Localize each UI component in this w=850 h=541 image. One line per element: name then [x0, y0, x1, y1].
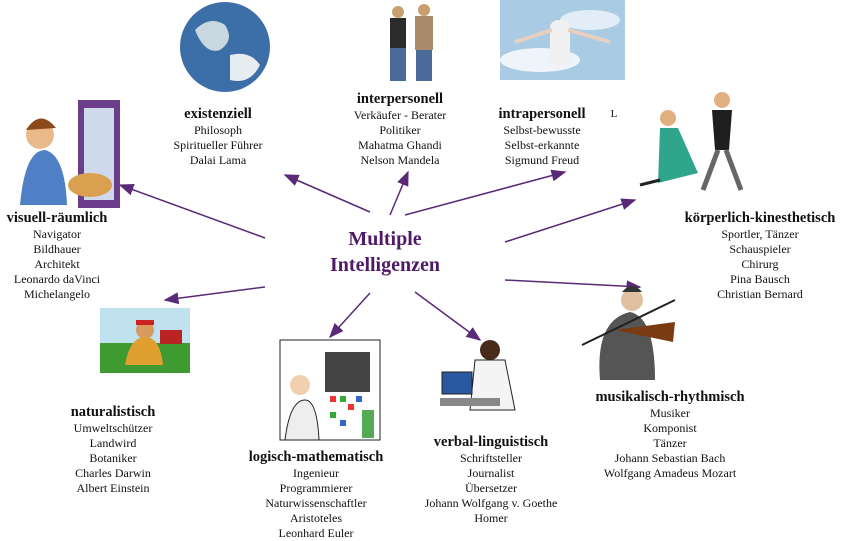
example-item: Christian Bernard — [717, 287, 803, 301]
globe-image — [180, 2, 270, 92]
farmer-image — [100, 308, 190, 373]
example-item: Chirurg — [741, 257, 779, 271]
example-item: Philosoph — [193, 123, 243, 137]
example-item: Sigmund Freud — [504, 153, 580, 167]
example-item: Aristoteles — [289, 511, 342, 525]
painter-image — [20, 100, 120, 208]
example-item: Johann Wolfgang v. Goethe — [424, 496, 558, 510]
diagram-title: Multiple Intelligenzen — [330, 226, 440, 278]
example-item: Schriftsteller — [460, 451, 522, 465]
writer-image — [440, 340, 516, 411]
example-item: Umweltschützer — [73, 421, 153, 435]
example-item: Michelangelo — [24, 287, 90, 301]
example-item: Selbst-bewusste — [503, 123, 581, 137]
arrow-koerperlich — [504, 198, 637, 243]
example-item: Journalist — [467, 466, 515, 480]
example-item: Charles Darwin — [75, 466, 151, 480]
arrow-logisch — [328, 292, 371, 339]
example-item: Selbst-erkannte — [504, 138, 580, 152]
arrow-verbal — [414, 291, 482, 341]
example-item: Leonardo daVinci — [13, 272, 101, 286]
dancers-image — [639, 92, 744, 191]
example-item: Ingenieur — [293, 466, 339, 480]
couple-image — [390, 4, 433, 81]
example-item: Leonhard Euler — [278, 526, 354, 540]
example-item: Politiker — [379, 123, 421, 137]
intelligence-heading: existenziell — [184, 106, 252, 122]
example-item: Nelson Mandela — [360, 153, 440, 167]
example-item: Botaniker — [89, 451, 137, 465]
intelligence-heading: musikalisch-rhythmisch — [595, 389, 745, 405]
example-item: Naturwissenschaftler — [265, 496, 367, 510]
meditation-image — [500, 0, 625, 80]
example-item: Navigator — [33, 227, 81, 241]
arrow-musikalisch — [504, 279, 642, 293]
example-item: Sportler, Tänzer — [721, 227, 799, 241]
violinist-image — [581, 286, 676, 380]
title-line-2: Intelligenzen — [330, 254, 440, 276]
intelligence-heading: verbal-linguistisch — [433, 434, 549, 450]
arrow-naturalistisch — [163, 286, 266, 305]
example-item: Architekt — [34, 257, 80, 271]
intelligence-heading: körperlich-kinesthetisch — [684, 210, 836, 226]
intelligence-heading: visuell-räumlich — [6, 210, 108, 226]
arrow-visuell — [118, 183, 266, 239]
arrow-interpersonell — [389, 170, 409, 216]
intelligence-heading: intrapersonell — [498, 106, 586, 122]
programmer-image — [279, 339, 381, 441]
arrow-existenziell — [283, 174, 371, 213]
stray-mark: L — [610, 108, 618, 120]
example-item: Spiritueller Führer — [173, 138, 263, 152]
example-item: Komponist — [643, 421, 697, 435]
example-item: Musiker — [650, 406, 690, 420]
example-item: Tänzer — [653, 436, 687, 450]
title-line-1: Multiple — [348, 228, 422, 250]
example-item: Homer — [474, 511, 508, 525]
intelligence-heading: naturalistisch — [70, 404, 156, 420]
example-item: Dalai Lama — [189, 153, 247, 167]
example-item: Schauspieler — [729, 242, 791, 256]
intelligence-heading: logisch-mathematisch — [248, 449, 384, 465]
intelligence-heading: interpersonell — [356, 91, 444, 107]
example-item: Programmierer — [279, 481, 353, 495]
example-item: Pina Bausch — [730, 272, 790, 286]
example-item: Verkäufer - Berater — [353, 108, 447, 122]
example-item: Landwird — [89, 436, 137, 450]
example-item: Bildhauer — [33, 242, 81, 256]
example-item: Mahatma Ghandi — [358, 138, 442, 152]
example-item: Albert Einstein — [76, 481, 150, 495]
arrow-intrapersonell — [404, 169, 567, 216]
example-item: Johann Sebastian Bach — [614, 451, 726, 465]
example-item: Übersetzer — [465, 481, 517, 495]
example-item: Wolfgang Amadeus Mozart — [603, 466, 737, 480]
